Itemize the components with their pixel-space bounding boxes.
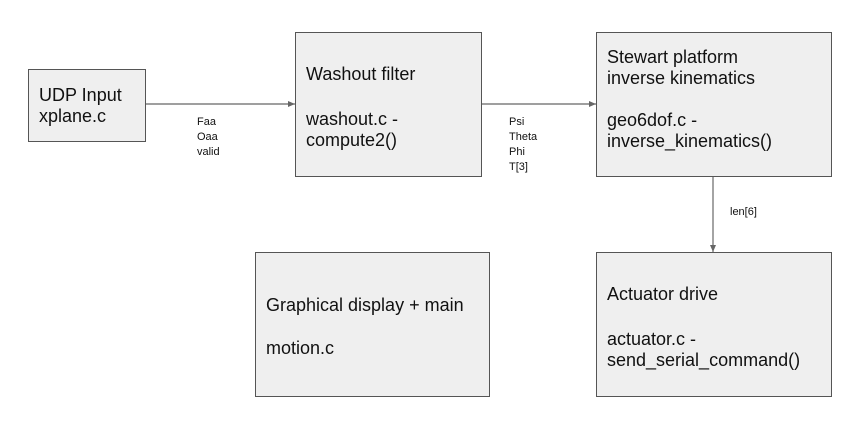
edge-label-faa: Faa [197, 116, 216, 128]
node-display-code: motion.c [266, 338, 335, 358]
node-washout-filter: Washout filter washout.c - compute2() [295, 32, 482, 177]
node-washout-title: Washout filter [306, 64, 416, 84]
edge-label-theta: Theta [509, 131, 538, 143]
node-washout-code1: washout.c - [306, 109, 399, 129]
node-stewart-title2: inverse kinematics [607, 68, 756, 88]
edge-label-valid: valid [197, 146, 220, 158]
node-actuator-title: Actuator drive [607, 284, 719, 304]
edge-label-phi: Phi [509, 146, 525, 158]
node-washout-code2: compute2() [306, 130, 398, 150]
node-stewart-title1: Stewart platform [607, 47, 739, 67]
node-actuator-drive: Actuator drive actuator.c - send_serial_… [596, 252, 832, 397]
node-stewart-code2: inverse_kinematics() [607, 131, 773, 151]
edge-label-oaa: Oaa [197, 131, 218, 143]
node-graphical-display: Graphical display + main motion.c [255, 252, 490, 397]
edge-label-psi: Psi [509, 116, 525, 128]
node-stewart-code1: geo6dof.c - [607, 110, 698, 130]
edge-label-t3: T[3] [509, 161, 528, 173]
node-udp-input: UDP Input xplane.c [28, 69, 146, 142]
edge-label-len6: len[6] [730, 206, 757, 218]
node-actuator-code1: actuator.c - [607, 329, 697, 349]
node-stewart-platform: Stewart platform inverse kinematics geo6… [596, 32, 832, 177]
node-actuator-code2: send_serial_command() [607, 350, 801, 370]
node-udp-input-line2: xplane.c [39, 106, 107, 126]
node-display-title: Graphical display + main [266, 295, 464, 315]
node-udp-input-line1: UDP Input [39, 85, 122, 105]
